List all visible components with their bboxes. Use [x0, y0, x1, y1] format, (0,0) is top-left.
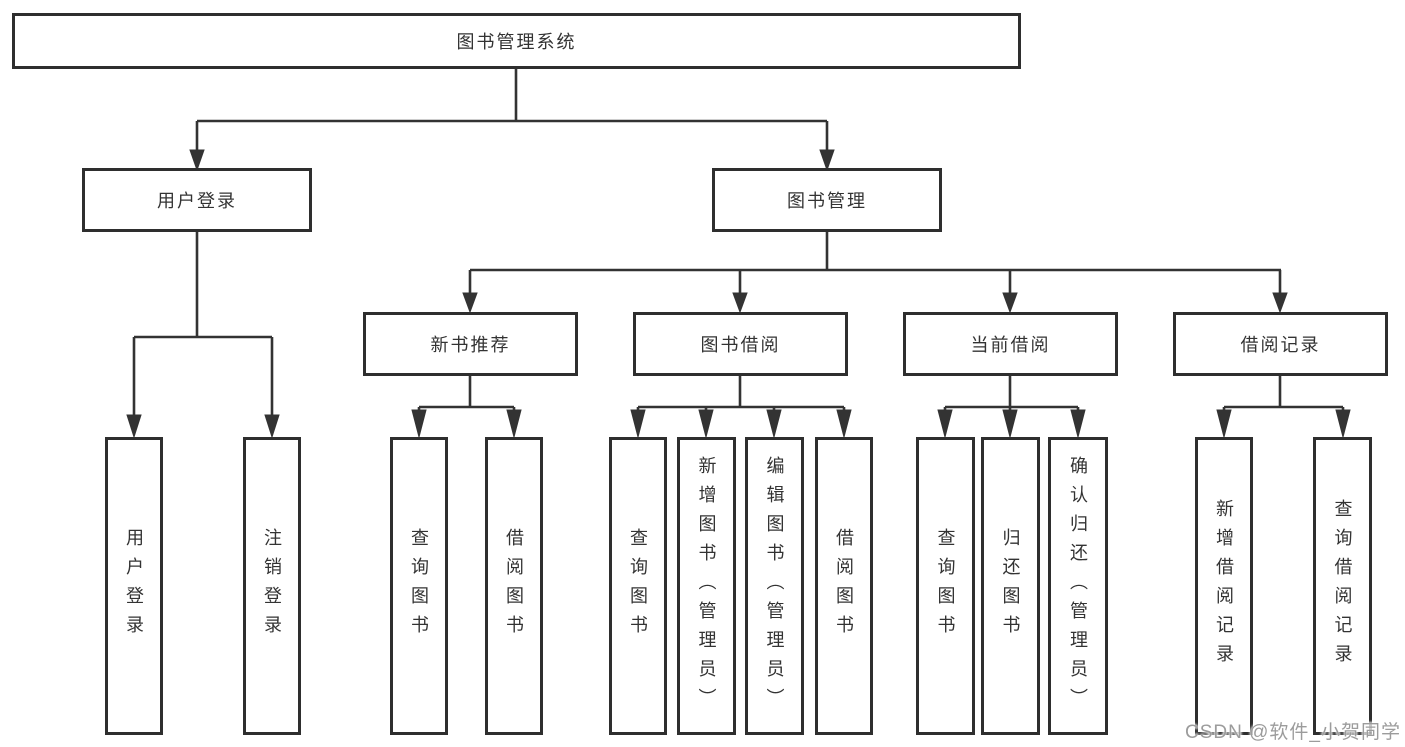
- connector-user-login: [126, 232, 280, 439]
- leaf-query-books-borrowing: 查询图书: [609, 437, 667, 735]
- leaf-confirm-return-admin: 确认归还（管理员）: [1048, 437, 1108, 735]
- leaf-return-books: 归还图书: [981, 437, 1040, 735]
- node-book-management: 图书管理: [712, 168, 942, 232]
- node-borrowing-records-label: 借阅记录: [1240, 335, 1321, 355]
- leaf-add-book-admin: 新增图书（管理员）: [677, 437, 736, 735]
- leaf-query-borrow-record: 查询借阅记录: [1313, 437, 1372, 735]
- node-current-borrowing-label: 当前借阅: [970, 335, 1051, 355]
- node-book-borrowing: 图书借阅: [633, 312, 848, 376]
- node-root-label: 图书管理系统: [456, 32, 577, 52]
- leaf-return-books-label: 归还图书: [1000, 528, 1021, 644]
- node-borrowing-records: 借阅记录: [1173, 312, 1388, 376]
- connector-borrowing-records: [1216, 376, 1351, 439]
- leaf-add-book-admin-label: 新增图书（管理员）: [696, 455, 717, 717]
- leaf-add-borrow-record-label: 新增借阅记录: [1214, 499, 1234, 673]
- leaf-user-login-label: 用户登录: [124, 528, 144, 644]
- connector-book-management: [462, 232, 1288, 314]
- csdn-watermark: CSDN @软件_小贺同学: [1185, 722, 1401, 743]
- leaf-confirm-return-admin-label: 确认归还（管理员）: [1068, 455, 1088, 717]
- leaf-query-books-current: 查询图书: [916, 437, 975, 735]
- leaf-logout-label: 注销登录: [262, 528, 282, 644]
- leaf-borrow-books-borrowing-label: 借阅图书: [834, 528, 854, 644]
- connector-book-borrowing: [630, 376, 852, 439]
- leaf-edit-book-admin: 编辑图书（管理员）: [745, 437, 804, 735]
- leaf-borrow-books-recommend-label: 借阅图书: [504, 528, 524, 644]
- leaf-borrow-books-recommend: 借阅图书: [485, 437, 543, 735]
- node-book-management-label: 图书管理: [787, 191, 867, 211]
- leaf-query-books-recommend-label: 查询图书: [409, 528, 429, 644]
- leaf-add-borrow-record: 新增借阅记录: [1195, 437, 1253, 735]
- node-book-borrowing-label: 图书借阅: [700, 335, 781, 355]
- leaf-edit-book-admin-label: 编辑图书（管理员）: [764, 455, 785, 717]
- connector-root: [189, 69, 835, 172]
- node-current-borrowing: 当前借阅: [903, 312, 1118, 376]
- leaf-query-books-recommend: 查询图书: [390, 437, 448, 735]
- node-user-login-label: 用户登录: [157, 191, 237, 211]
- node-new-book-recommend-label: 新书推荐: [430, 335, 511, 355]
- node-root: 图书管理系统: [12, 13, 1021, 69]
- leaf-query-books-current-label: 查询图书: [935, 528, 956, 644]
- leaf-logout: 注销登录: [243, 437, 301, 735]
- node-user-login: 用户登录: [82, 168, 312, 232]
- leaf-query-borrow-record-label: 查询借阅记录: [1332, 499, 1353, 673]
- leaf-user-login: 用户登录: [105, 437, 163, 735]
- connector-new-book-recommend: [411, 376, 522, 439]
- leaf-query-books-borrowing-label: 查询图书: [628, 528, 648, 644]
- connector-current-borrowing: [937, 376, 1086, 439]
- node-new-book-recommend: 新书推荐: [363, 312, 578, 376]
- leaf-borrow-books-borrowing: 借阅图书: [815, 437, 873, 735]
